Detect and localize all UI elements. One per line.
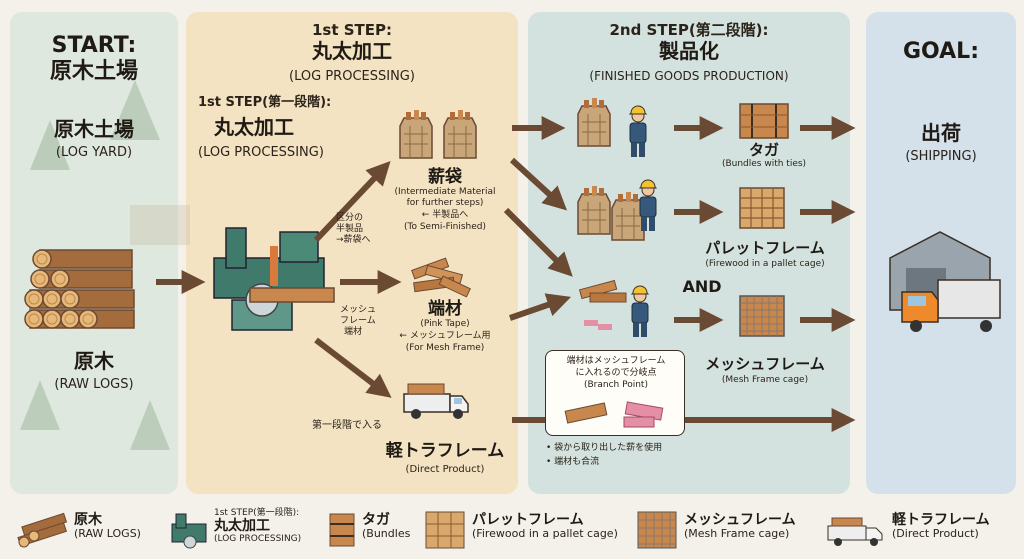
legend-taga-en: (Bundles (362, 527, 411, 541)
firewood-bag-icon (399, 109, 477, 159)
firewood-bag-desc-4: (To Semi-Finished) (404, 222, 486, 232)
kei-truck-icon (403, 383, 469, 420)
bag-branch-note-3: →薪袋へ (336, 235, 371, 245)
kei-truck-label: 軽トラフレーム (385, 441, 505, 461)
legend-raw-logs-ja: 原木 (74, 512, 102, 528)
mesh-branch-note-2: フレーム (340, 316, 376, 326)
legend-truck-en: (Direct Product) (892, 527, 979, 541)
step2-header-sub: (FINISHED GOODS PRODUCTION) (589, 69, 789, 83)
step1-header-sub: (LOG PROCESSING) (289, 69, 415, 84)
taga-sublabel: (Bundles with ties) (721, 159, 807, 169)
legend-mesh-ja: メッシュフレーム (684, 512, 796, 528)
legend-item-truck: 軽トラフレーム(Direct Product) (826, 506, 1016, 554)
raw-logs-sublabel: (RAW LOGS) (54, 377, 134, 392)
start-title-ja: 原木土場 (49, 59, 138, 84)
pallet-frame-icon (739, 187, 785, 229)
firewood-bag-label: 薪袋 (428, 167, 462, 187)
sawmill-icon (213, 227, 335, 331)
step2-header-ja: 製品化 (659, 39, 719, 63)
legend-pallet-ja: パレットフレーム (472, 512, 584, 528)
legend-item-raw-logs: 原木(RAW LOGS) (14, 506, 164, 554)
legend-item-log-processing: 1st STEP(第一段階):丸太加工(LOG PROCESSING) (168, 506, 324, 554)
worker-scrap-icon (578, 279, 649, 338)
bundle-icon (329, 513, 355, 547)
callout-note-2: • 端材も合流 (546, 457, 600, 467)
sawmill-icon (171, 513, 207, 549)
callout-line-1: 端材はメッシュフレーム (566, 356, 666, 366)
scrap-wood-icon (411, 257, 471, 298)
pallet-frame-sublabel: (Firewood in a pallet cage) (705, 259, 825, 269)
shipping-label: 出荷 (921, 121, 961, 145)
legend-truck-ja: 軽トラフレーム (892, 512, 990, 528)
pallet-icon (425, 511, 465, 549)
legend-step1-ja: 丸太加工 (214, 518, 270, 535)
mesh-frame-label: メッシュフレーム (705, 355, 825, 373)
callout-line-3: (Branch Point) (584, 380, 648, 390)
raw-logs-icon (24, 249, 135, 329)
legend-item-pallet: パレットフレーム(Firewood in a pallet cage) (424, 506, 634, 554)
log-yard-sublabel: (LOG YARD) (55, 145, 133, 160)
legend-item-taga: タガ(Bundles (326, 506, 416, 554)
taga-bundle-icon (739, 103, 789, 139)
step1-label-ja: 丸太加工 (214, 115, 294, 139)
callout-note-1: • 袋から取り出した薪を使用 (546, 443, 663, 453)
and-label: AND (682, 277, 722, 296)
legend-pallet-en: (Firewood in a pallet cage) (472, 527, 618, 541)
goal-title: GOAL: (902, 39, 979, 64)
log-yard-label: 原木土場 (54, 117, 134, 141)
scrap-wood-label: 端材 (428, 299, 462, 319)
diagram-illustrations (20, 80, 1001, 450)
shipping-sublabel: (SHIPPING) (905, 149, 977, 164)
legend-taga-ja: タガ (362, 512, 390, 528)
mesh-branch-note-1: メッシュ (340, 305, 377, 315)
callout-line-2: に入れるので分岐点 (575, 368, 657, 378)
mesh-cage-icon (637, 511, 677, 549)
bag-branch-note-2: 半製品 (336, 224, 364, 234)
worker-stacking-icon (577, 179, 657, 241)
branch-point-callout: 端材はメッシュフレーム に入れるので分岐点 (Branch Point) (545, 350, 685, 436)
kei-truck-sublabel: (Direct Product) (405, 464, 485, 475)
callout-wood-icon (564, 401, 664, 428)
logs-icon (17, 512, 68, 548)
worker-bagging-icon (577, 97, 647, 158)
step1-header: 1st STEP: (311, 21, 393, 39)
legend-step1-label: 1st STEP(第一段階): (214, 508, 300, 518)
truck-branch-note: 第一段階で入る (312, 420, 382, 431)
raw-logs-label: 原木 (74, 349, 114, 373)
step2-header: 2nd STEP(第二段階): (609, 21, 769, 39)
pallet-frame-label: パレットフレーム (705, 239, 825, 257)
step1-header-ja: 丸太加工 (312, 39, 392, 63)
mesh-frame-sublabel: (Mesh Frame cage) (721, 375, 809, 385)
scrap-wood-desc-1: (Pink Tape) (420, 319, 470, 329)
firewood-bag-desc-1: (Intermediate Material (394, 187, 496, 197)
taga-label: タガ (748, 141, 779, 159)
legend: 原木(RAW LOGS) 1st STEP(第一段階):丸太加工(LOG PRO… (0, 500, 1024, 559)
tree-icon (20, 80, 190, 450)
step1-label-sub: (LOG PROCESSING) (198, 145, 324, 160)
firewood-bag-desc-3: ← 半製品へ (421, 210, 469, 220)
legend-item-mesh: メッシュフレーム(Mesh Frame cage) (636, 506, 816, 554)
bag-branch-note-1: 区分の (336, 213, 364, 223)
shipping-truck-icon (901, 279, 1001, 332)
legend-step1-en: (LOG PROCESSING) (214, 534, 302, 545)
step1-label: 1st STEP(第一段階): (198, 95, 332, 110)
mesh-frame-icon (739, 295, 785, 337)
legend-raw-logs-en: (RAW LOGS) (74, 527, 141, 541)
legend-mesh-en: (Mesh Frame cage) (684, 527, 790, 541)
mesh-branch-note-3: 端材 (344, 327, 363, 337)
firewood-bag-desc-2: for further steps) (406, 198, 484, 208)
scrap-wood-desc-3: (For Mesh Frame) (405, 343, 485, 353)
scrap-wood-desc-2: ← メッシュフレーム用 (399, 331, 491, 341)
truck-icon (827, 517, 883, 546)
start-title: START: (51, 33, 137, 58)
